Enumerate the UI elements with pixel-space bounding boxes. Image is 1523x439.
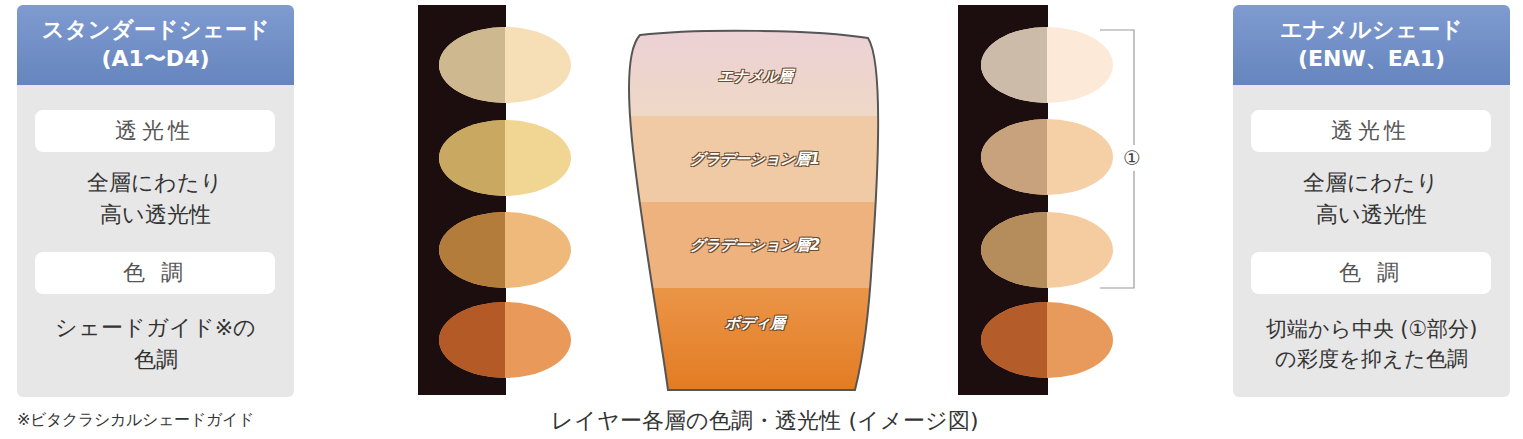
layer-name: ボディ層 [725,314,785,333]
dark-background [958,5,1048,395]
panel-text: 全層にわたり 高い透光性 [45,161,265,237]
property-pill: 透光性 [1251,110,1491,152]
panel-header: エナメルシェード (ENW、EA1) [1233,5,1510,85]
property-label: 透光性 [1331,116,1410,146]
caption: レイヤー各層の色調・透光性 (イメージ図) [415,406,1115,436]
panel-text: 全層にわたり 高い透光性 [1261,161,1481,237]
property-pill: 色 調 [35,252,275,294]
dark-background [418,5,506,395]
tooth-layer: ボディ層 [640,290,870,356]
panel-text: 切端から中央 (①部分) の彩度を抑えた色調 [1247,303,1497,385]
panel-header: スタンダードシェード (A1〜D4) [17,5,294,85]
shade-swatches [981,27,1113,378]
footnote: ※ビタクラシカルシェードガイド [17,410,254,431]
layer-name: エナメル層 [718,67,793,86]
tooth-layer: グラデーション層2 [640,204,870,286]
shade-panel: スタンダードシェード (A1〜D4) 全層にわたり 高い透光性シェードガイド※の … [17,5,294,397]
property-label: 色 調 [1339,258,1403,288]
callout-number: ① [1122,145,1142,171]
tooth-layer: グラデーション層1 [640,118,870,200]
property-label: 透光性 [115,116,194,146]
tooth-layer: エナメル層 [640,40,870,112]
property-label: 色 調 [123,258,187,288]
shade-panel: エナメルシェード (ENW、EA1) 全層にわたり 高い透光性切端から中央 (①部… [1233,5,1510,397]
shade-swatches [439,27,571,378]
tooth-outline [629,31,878,390]
layer-name: グラデーション層1 [690,150,820,169]
tooth-layers [600,20,900,398]
layer-name: グラデーション層2 [690,236,820,255]
property-pill: 透光性 [35,110,275,152]
panel-text: シェードガイド※の 色調 [41,303,271,385]
property-pill: 色 調 [1251,252,1491,294]
